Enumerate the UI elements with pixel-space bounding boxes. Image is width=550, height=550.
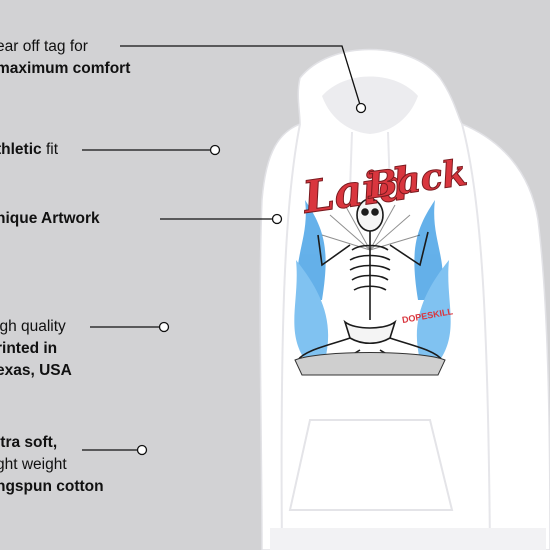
waistband — [270, 528, 546, 550]
callout-text: ght weight — [0, 456, 67, 473]
callout-athletic-fit: thletic fit — [0, 139, 58, 161]
callout-text: exas, USA — [0, 362, 72, 379]
callout-text: igh quality — [0, 318, 66, 335]
callout-text: nique Artwork — [0, 210, 100, 227]
callout-text: rinted in — [0, 340, 58, 357]
hoodie-body — [259, 48, 550, 550]
kangaroo-pocket — [288, 419, 454, 511]
right-sleeve-seam — [461, 123, 491, 550]
flame-artwork — [294, 200, 451, 360]
ray-lines — [321, 204, 421, 251]
callout-text: ear off tag for — [0, 38, 88, 55]
drawstring-right — [387, 131, 391, 191]
callout-text: ngspun cotton — [0, 478, 104, 495]
callout-text: maximum comfort — [0, 60, 131, 77]
callout-text: fit — [41, 141, 59, 158]
callout-fabric: ltra soft, ght weight ngspun cotton — [0, 432, 104, 498]
callout-text: ltra soft, — [0, 434, 58, 451]
callout-tear-off-tag: ear off tag for maximum comfort — [0, 36, 130, 80]
skeleton-artwork — [296, 198, 444, 364]
leader-tear-off — [120, 45, 362, 109]
hood-opening — [322, 76, 418, 134]
callout-unique-artwork: nique Artwork — [0, 208, 100, 230]
drawstring-left — [349, 131, 353, 191]
rubble-base — [294, 352, 446, 376]
callout-text: thletic — [0, 141, 42, 158]
callout-print-quality: igh quality rinted in exas, USA — [0, 316, 72, 382]
left-sleeve-seam — [280, 123, 301, 550]
